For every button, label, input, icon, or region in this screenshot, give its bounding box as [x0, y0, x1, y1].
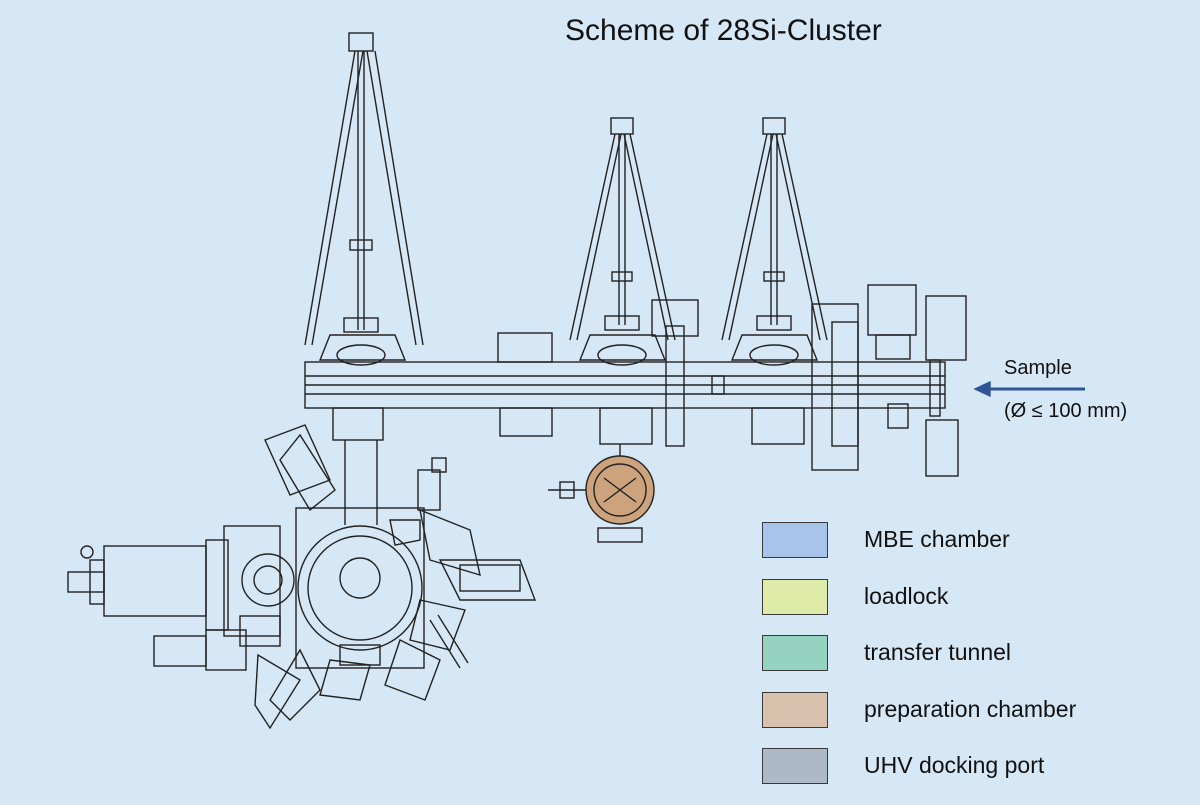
legend-label: preparation chamber [864, 695, 1077, 722]
legend-item-transfer-tunnel: transfer tunnel [762, 635, 1182, 692]
transfer-tunnel [304, 284, 967, 477]
manipulator-tripod-right [721, 117, 828, 366]
legend-swatch [762, 635, 828, 671]
legend-label: UHV docking port [864, 752, 1045, 778]
legend-item-preparation-chamber: preparation chamber [762, 691, 1182, 749]
diagram-title: Scheme of 28Si-Cluster [565, 14, 882, 47]
legend-label: transfer tunnel [864, 639, 1012, 665]
legend-swatch [762, 691, 828, 728]
legend-label: MBE chamber [864, 526, 1010, 552]
mbe-chamber [67, 424, 537, 730]
legend: MBE chamber loadlock transfer tunnel pre… [762, 522, 1182, 805]
manipulator-tripod-middle [569, 117, 676, 366]
preparation-chamber [548, 444, 655, 543]
sample-arrow [973, 380, 1085, 398]
manipulator-tripod-left [304, 32, 424, 366]
legend-item-uhv-docking-port: UHV docking port [762, 748, 1182, 805]
legend-label: loadlock [864, 582, 949, 609]
legend-swatch [762, 748, 828, 784]
legend-swatch [762, 522, 828, 558]
legend-swatch [762, 578, 828, 615]
legend-item-mbe-chamber: MBE chamber [762, 522, 1182, 579]
sample-label: Sample [1004, 357, 1072, 379]
legend-item-loadlock: loadlock [762, 578, 1182, 636]
sample-size-label: (Ø ≤ 100 mm) [1004, 400, 1128, 422]
